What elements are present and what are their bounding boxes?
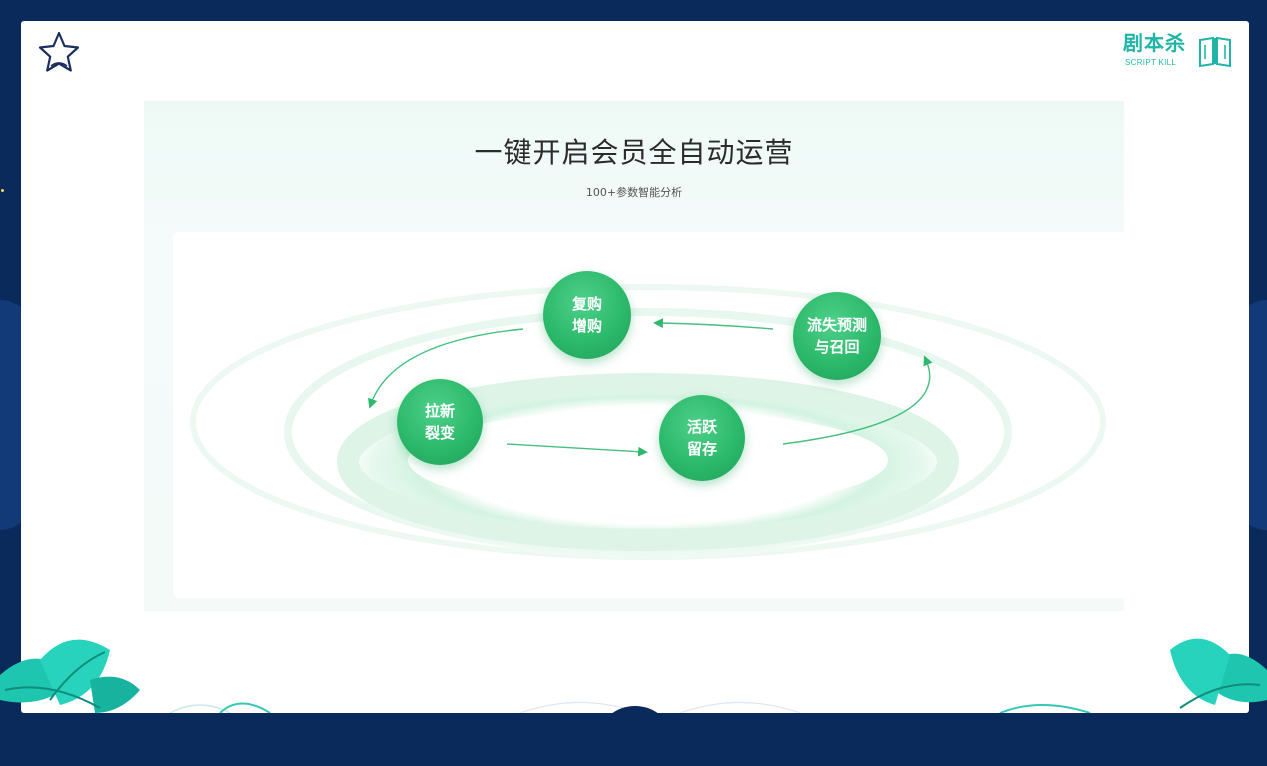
node-line2: 留存 bbox=[686, 440, 717, 458]
feature-panel: 一键开启会员全自动运营 100+参数智能分析 bbox=[144, 101, 1133, 611]
arrow-to-fugou bbox=[653, 318, 774, 330]
node-liushi-zhaohui: 流失预测 与召回 bbox=[793, 292, 881, 380]
inner-ring-band bbox=[337, 373, 959, 551]
sparkle-dot bbox=[1, 189, 4, 192]
slide: 剧本杀 SCRIPT KILL 一键开启会员全自动运营 100+参数智能分析 bbox=[21, 21, 1249, 713]
brand-logo: 剧本杀 SCRIPT KILL bbox=[1123, 31, 1235, 73]
star-outline-icon bbox=[38, 31, 80, 72]
node-line1: 活跃 bbox=[686, 418, 717, 436]
bottom-dark-circle bbox=[600, 706, 670, 766]
node-line2: 与召回 bbox=[814, 338, 860, 356]
arrow-to-huoyue bbox=[506, 443, 648, 457]
panel-subtitle: 100+参数智能分析 bbox=[585, 186, 683, 199]
node-line1: 流失预测 bbox=[806, 316, 867, 334]
arrow-to-liushi bbox=[782, 355, 933, 445]
logo-name-cn: 剧本杀 bbox=[1123, 31, 1186, 55]
node-lanxin-liebian: 拉新 裂变 bbox=[397, 379, 483, 465]
node-fugou-zenggou: 复购 增购 bbox=[543, 271, 631, 359]
bottom-decoration bbox=[0, 620, 1267, 713]
node-line2: 增购 bbox=[571, 317, 602, 335]
cycle-diagram bbox=[190, 284, 1106, 560]
cycle-diagram-card: 拉新 裂变 活跃 留存 流失预测 与召回 复购 增购 bbox=[173, 232, 1133, 598]
node-line1: 复购 bbox=[571, 295, 602, 313]
open-book-icon bbox=[1199, 36, 1231, 68]
arrow-to-lanxin bbox=[368, 328, 524, 409]
grass-decoration bbox=[169, 701, 1091, 713]
leaf-decoration-left bbox=[0, 639, 140, 713]
leaf-decoration-right bbox=[1170, 638, 1267, 709]
logo-name-en: SCRIPT KILL bbox=[1125, 58, 1177, 67]
node-line1: 拉新 bbox=[424, 402, 455, 420]
node-huoyue-liucun: 活跃 留存 bbox=[659, 395, 745, 481]
panel-title: 一键开启会员全自动运营 bbox=[474, 136, 794, 169]
node-line2: 裂变 bbox=[424, 424, 455, 442]
ring-center bbox=[408, 410, 888, 510]
